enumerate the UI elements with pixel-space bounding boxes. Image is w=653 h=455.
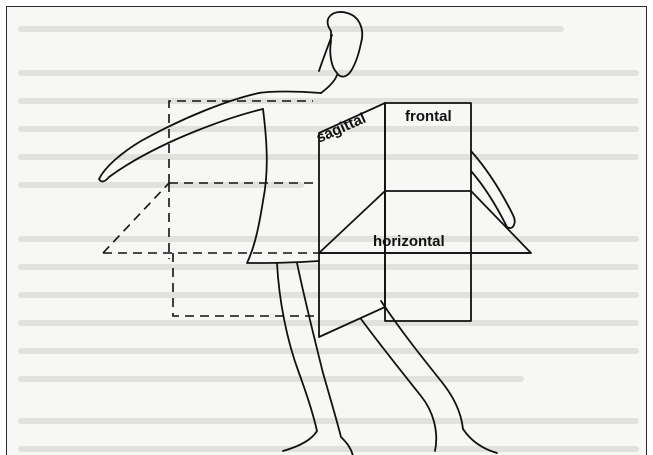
frontal-label: frontal	[405, 108, 452, 125]
human-figure	[99, 12, 515, 455]
left-arm	[99, 93, 263, 181]
right-arm	[471, 151, 515, 228]
figure-panel: sagittal frontal horizontal	[6, 6, 647, 455]
sagittal-label: sagittal	[314, 110, 369, 147]
ghost-text-lines	[21, 29, 636, 449]
anatomical-planes-diagram: sagittal frontal horizontal	[7, 7, 647, 455]
horizontal-label: horizontal	[373, 233, 445, 250]
frontal-plane	[385, 103, 471, 321]
hidden-plane-edges	[103, 101, 319, 316]
visible-planes	[319, 103, 531, 337]
head	[328, 12, 363, 77]
